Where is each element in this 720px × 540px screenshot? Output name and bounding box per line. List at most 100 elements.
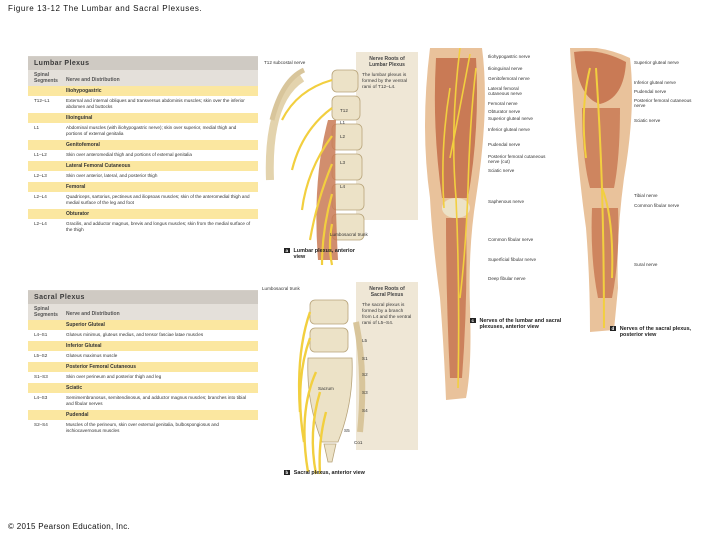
- nerve-distribution: Skin over perineum and posterior thigh a…: [66, 374, 162, 379]
- sacral-roots-title: Nerve Roots of Sacral Plexus: [369, 286, 405, 298]
- shin-muscle-shape: [446, 218, 467, 378]
- figure-title: Figure 13-12 The Lumbar and Sacral Plexu…: [8, 4, 203, 13]
- label-post-sural: Sural nerve: [634, 262, 658, 267]
- caption-a: a Lumbar plexus, anterior view: [284, 248, 356, 260]
- lumbar-table-title: Lumbar Plexus: [28, 57, 258, 70]
- nerve-name: Lateral Femoral Cutaneous: [28, 161, 258, 171]
- nerve-path: [290, 107, 333, 171]
- caption-c-tag: c: [470, 318, 476, 323]
- lumbosacral-trunk-label: Lumbosacral trunk: [330, 232, 368, 237]
- label-genitofemoral: Genitofemoral nerve: [488, 76, 530, 81]
- root-label-s1: S1: [362, 356, 368, 361]
- nerve-distribution: External and internal obliques and trans…: [66, 98, 245, 109]
- nerve-segment: L4–S3: [34, 395, 48, 400]
- nerve-distribution: Quadriceps, sartorius, pectineus and ili…: [66, 194, 250, 205]
- caption-c: c Nerves of the lumbar and sacral plexus…: [470, 318, 562, 330]
- nerve-path: [320, 193, 334, 266]
- nerve-distribution: Abdominal muscles (with iliohypogastric …: [66, 125, 237, 136]
- lumbar-spine-illustration: [265, 67, 365, 266]
- nerve-segment: L2–L3: [34, 173, 47, 178]
- root-label-l2: L2: [340, 134, 346, 139]
- lumbar-roots-title: Nerve Roots of Lumbar Plexus: [369, 56, 405, 68]
- nerve-segment: L2–L4: [34, 221, 47, 226]
- nerve-distribution: Gracilis, and adductor magnus, brevis an…: [66, 221, 251, 232]
- sacrum-label: Sacrum: [318, 386, 334, 391]
- sacral-roots-box: Nerve Roots of Sacral Plexus The sacral …: [356, 282, 418, 450]
- label-femoral: Femoral nerve: [488, 101, 518, 106]
- nerve-distribution: Muscles of the perineum, skin over exter…: [66, 422, 219, 433]
- root-label-s5: S5: [344, 428, 350, 433]
- nerve-name: Ilioinguinal: [28, 113, 258, 123]
- nerve-path: [318, 411, 328, 475]
- nerve-path: [300, 135, 333, 211]
- label-post-inferior-gluteal: Inferior gluteal nerve: [634, 80, 676, 85]
- nerve-distribution: Gluteus maximus muscle: [66, 353, 118, 358]
- sacral-plexus-table: Sacral Plexus Spinal Segments Nerve and …: [28, 290, 258, 437]
- root-label-l1: L1: [340, 120, 346, 125]
- sacral-col-nerve: Nerve and Distribution: [66, 311, 120, 317]
- lumbar-vertebrae: [331, 69, 365, 241]
- label-post-tibial: Tibial nerve: [634, 193, 658, 198]
- nerve-name: Obturator: [28, 209, 258, 219]
- caption-b-text: Sacral plexus, anterior view: [293, 470, 365, 476]
- rib-shape: [265, 74, 305, 181]
- nerve-path: [311, 391, 322, 475]
- nerve-segment: L1–L2: [34, 152, 47, 157]
- label-ilioinguinal: Ilioinguinal nerve: [488, 66, 523, 71]
- nerve-distribution: Gluteus minimus, gluteus medius, and ten…: [66, 332, 204, 337]
- nerve-name: Genitofemoral: [28, 140, 258, 150]
- lumbosacral-trunk-label-left: Lumbosacral trunk: [262, 286, 300, 291]
- label-inferior-gluteal: Inferior gluteal nerve: [488, 127, 530, 132]
- gluteal-muscle-shape: [574, 51, 626, 104]
- vertebra-shape: [309, 327, 349, 353]
- vertebra-shape: [331, 69, 359, 93]
- sacral-table-title: Sacral Plexus: [28, 291, 258, 304]
- label-post-pudendal: Pudendal nerve: [634, 89, 667, 94]
- posterior-leg-nerves: [582, 67, 614, 329]
- nerve-segment: S1–S3: [34, 374, 48, 379]
- root-label-l4: L4: [340, 184, 346, 189]
- nerve-name: Pudendal: [28, 410, 258, 420]
- sacral-nerve-branches: [297, 311, 328, 475]
- label-obturator: Obturator nerve: [488, 109, 521, 114]
- root-label-l5: L5: [362, 338, 368, 343]
- vertebra-shape: [331, 183, 365, 211]
- nerve-segment: L4–S1: [34, 332, 48, 337]
- anterior-leg-nerves: [442, 48, 477, 389]
- label-post-sciatic: Sciatic nerve: [634, 118, 661, 123]
- nerve-segment: T12–L1: [34, 98, 50, 103]
- lumbar-col-segments: Spinal Segments: [34, 72, 58, 84]
- label-post-posterior-femoral-cutaneous: Posterior femoral cutaneous nerve: [634, 98, 692, 108]
- nerve-name: Iliohypogastric: [28, 86, 258, 96]
- pelvis-shape: [353, 321, 366, 433]
- caption-a-tag: a: [284, 248, 290, 253]
- sacral-nerve-sciatic: Sciatic L4–S3 Semimembranosus, semitendin…: [28, 383, 258, 410]
- nerve-name: Superior Gluteal: [28, 320, 258, 330]
- vertebra-shape: [309, 299, 349, 325]
- caption-d: d Nerves of the sacral plexus, posterior…: [610, 326, 708, 338]
- nerve-name: Posterior Femoral Cutaneous: [28, 362, 258, 372]
- nerve-path: [582, 67, 591, 159]
- nerve-segment: L1: [34, 125, 40, 130]
- nerve-path: [281, 78, 333, 121]
- nerve-segment: L5–S2: [34, 353, 48, 358]
- nerve-distribution: Semimembranosus, semitendinosus, and add…: [66, 395, 247, 406]
- label-lateral-femoral-cutaneous: Lateral femoral cutaneous nerve: [488, 86, 522, 96]
- label-iliohypogastric: Iliohypogastric nerve: [488, 54, 531, 59]
- nerve-name: Sciatic: [28, 383, 258, 393]
- caption-d-tag: d: [610, 326, 616, 331]
- nerve-segment: L2–L4: [34, 194, 47, 199]
- nerve-path: [308, 163, 334, 241]
- caption-a-text: Lumbar plexus, anterior view: [293, 248, 355, 260]
- t12-subcostal-label: T12 subcostal nerve: [264, 60, 306, 65]
- nerve-path: [452, 48, 461, 389]
- label-posterior-femoral-cutaneous: Posterior femoral cutaneous nerve (cut): [488, 154, 546, 164]
- caption-b-tag: b: [284, 470, 290, 475]
- label-sciatic: Sciatic nerve: [488, 168, 515, 173]
- root-label-s3: S3: [362, 390, 368, 395]
- label-superficial-fibular: Superficial fibular nerve: [488, 257, 537, 262]
- root-label-t12: T12: [340, 108, 348, 113]
